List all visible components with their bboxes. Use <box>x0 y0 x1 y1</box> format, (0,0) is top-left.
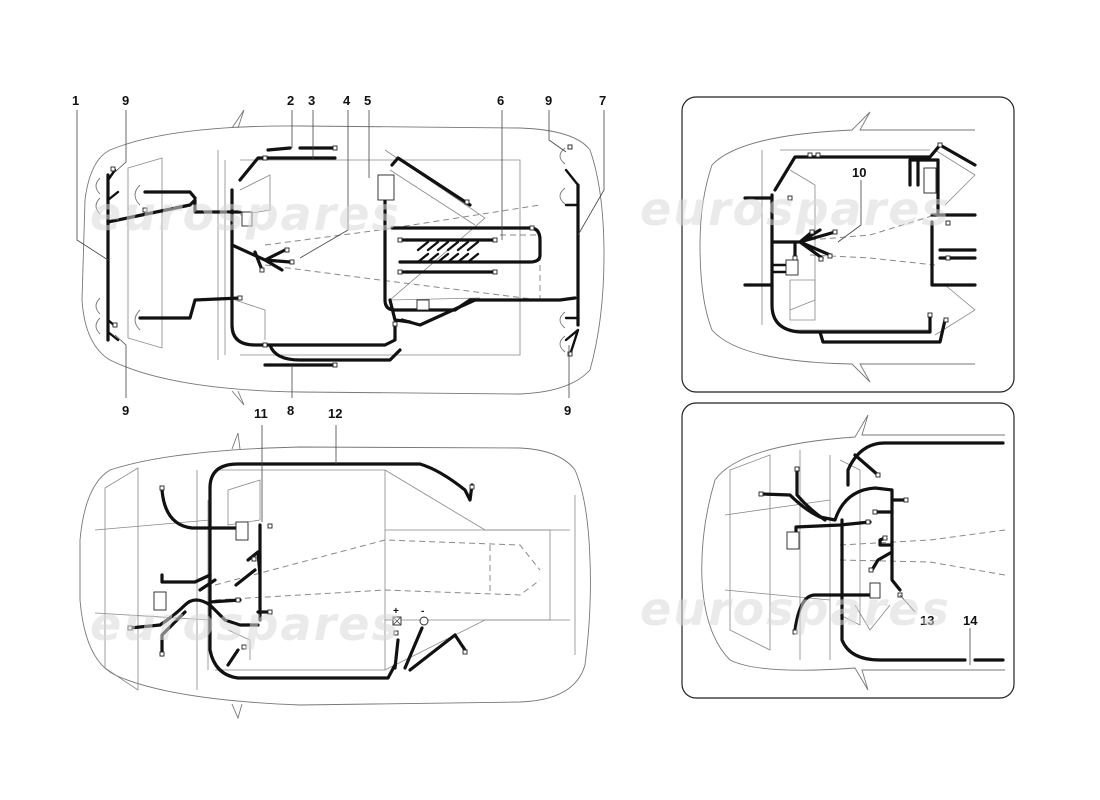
battery-plus-symbol: + <box>393 606 399 617</box>
lower-car-view: + - 11 12 <box>79 406 591 720</box>
main-car-view: 1 9 2 3 4 5 6 9 7 9 8 9 <box>72 93 606 418</box>
callout-10: 10 <box>852 165 866 180</box>
inset-panel-top: 10 <box>681 96 1015 393</box>
callout-3: 3 <box>308 93 315 108</box>
callout-5: 5 <box>364 93 371 108</box>
connectors <box>110 144 573 368</box>
callout-6: 6 <box>497 93 504 108</box>
svg-text:eurospares: eurospares <box>640 582 951 636</box>
callout-9: 9 <box>122 403 129 418</box>
connectors <box>787 142 951 323</box>
svg-text:eurospares: eurospares <box>90 597 401 651</box>
battery-minus-symbol: - <box>421 606 424 617</box>
callout-7: 7 <box>599 93 606 108</box>
inset-panel-bottom: 13 14 <box>681 402 1015 699</box>
svg-text:eurospares: eurospares <box>90 187 401 241</box>
callout-1: 1 <box>72 93 79 108</box>
callout-8: 8 <box>287 403 294 418</box>
callout-2: 2 <box>287 93 294 108</box>
callout-9: 9 <box>545 93 552 108</box>
callout-13: 13 <box>920 613 934 628</box>
callout-11: 11 <box>254 406 268 421</box>
callout-4: 4 <box>343 93 351 108</box>
callout-12: 12 <box>328 406 342 421</box>
callout-14: 14 <box>963 613 978 628</box>
battery-terminal-negative <box>419 616 429 626</box>
callout-9: 9 <box>564 403 571 418</box>
watermark: eurospares eurospares eurospares eurospa… <box>90 182 951 651</box>
callout-9: 9 <box>122 93 129 108</box>
connectors <box>127 484 475 657</box>
svg-text:eurospares: eurospares <box>640 182 951 236</box>
